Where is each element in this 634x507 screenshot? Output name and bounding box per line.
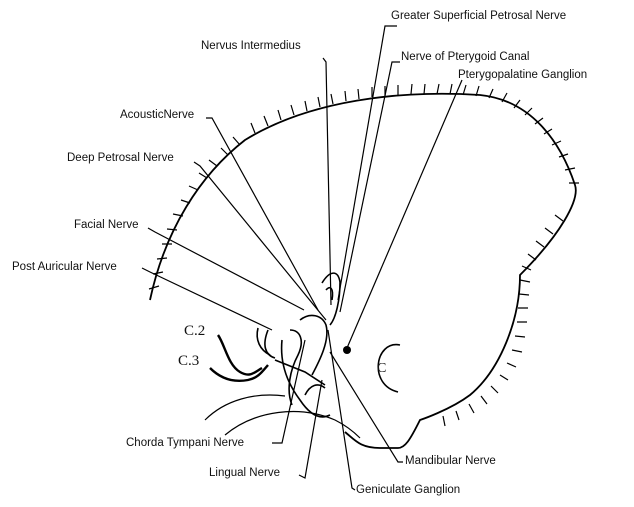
label-geniculate-ganglion: Geniculate Ganglion (356, 485, 460, 497)
label-greater-superficial-petrosal-nerve: Greater Superficial Petrosal Nerve (391, 11, 566, 23)
label-c2: C.2 (184, 324, 205, 339)
label-nervus-intermedius: Nervus Intermedius (201, 41, 301, 53)
label-facial-nerve: Facial Nerve (74, 220, 139, 232)
leader-lines (142, 26, 462, 490)
jaw-curve-2 (225, 412, 360, 438)
leader-facial-nerve (148, 228, 304, 310)
leader-deep-petrosal (194, 162, 326, 320)
leader-post-auricular (142, 268, 272, 330)
c3-nerve (210, 365, 268, 381)
label-nerve-of-pterygoid-canal: Nerve of Pterygoid Canal (401, 52, 529, 64)
label-chorda-tympani-nerve: Chorda Tympani Nerve (126, 438, 244, 450)
leader-geniculate (328, 330, 355, 490)
label-acoustic-nerve: AcousticNerve (120, 110, 194, 122)
jaw-curve-1 (205, 395, 285, 420)
head-outline (150, 94, 576, 448)
c2-nerve (218, 335, 262, 375)
label-ear-letter: C (377, 362, 386, 376)
label-c3: C.3 (178, 354, 199, 369)
leader-lingual (299, 380, 322, 478)
leader-nervus-intermedius (323, 58, 331, 305)
leader-greater-superficial-petrosal (338, 26, 397, 300)
label-pterygopalatine-ganglion: Pterygopalatine Ganglion (458, 70, 587, 82)
hair-hatching (149, 84, 579, 426)
leader-acoustic-nerve (206, 118, 318, 310)
label-mandibular-nerve: Mandibular Nerve (405, 456, 496, 468)
label-deep-petrosal-nerve: Deep Petrosal Nerve (67, 153, 174, 165)
label-post-auricular-nerve: Post Auricular Nerve (12, 262, 117, 274)
label-lingual-nerve: Lingual Nerve (209, 468, 280, 480)
leader-pterygopalatine-ganglion (347, 80, 462, 348)
